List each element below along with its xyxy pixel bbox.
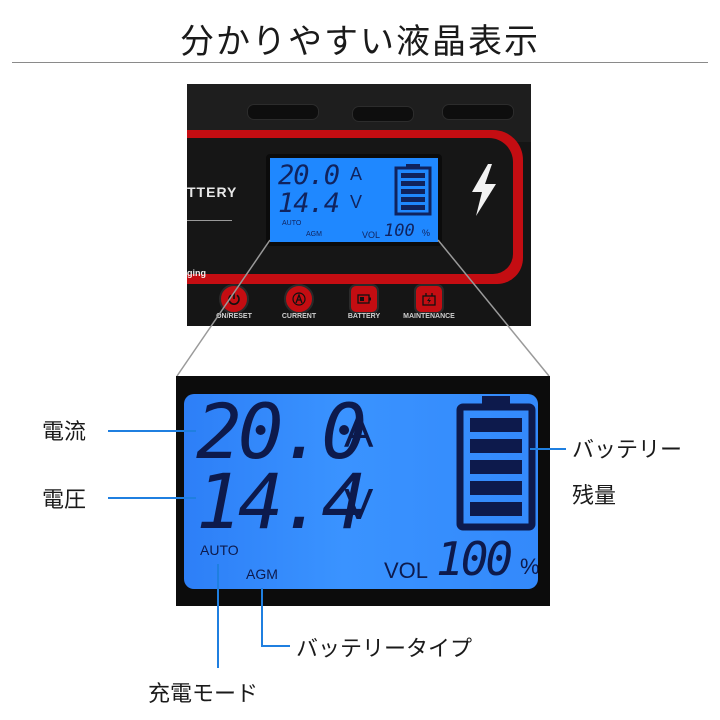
battery-icon: [357, 294, 371, 304]
callout-current: 電流: [42, 420, 87, 445]
device-button-row: ON/RESET CURRENT BATTERY MAINTEN: [211, 284, 531, 324]
small-voltage-value: 14.4: [278, 188, 340, 219]
small-vol-value: 100: [384, 221, 415, 241]
vent-slot: [352, 106, 414, 122]
callout-voltage: 電圧: [42, 488, 87, 513]
battery-gauge-bar: [470, 460, 522, 474]
callout-charge-mode: 充電モード: [148, 682, 259, 707]
small-vol-unit: %: [422, 228, 431, 238]
battery-gauge-bar: [470, 418, 522, 432]
voltage-value-display: 14.4: [196, 457, 367, 546]
current-label: CURRENT: [281, 313, 317, 320]
small-current-unit: A: [350, 164, 363, 184]
lcd-zoom-screen: 20.0 A 14.4 V AUTO AGM VOL 100 %: [184, 394, 538, 589]
current-button[interactable]: [284, 284, 314, 314]
vol-label: VOL: [384, 558, 429, 583]
title-divider: [12, 62, 708, 63]
ampere-icon: [292, 292, 306, 306]
device-mode-text: ging: [187, 268, 206, 278]
vent-slot: [247, 104, 319, 120]
device-brand-text: TTERY: [187, 184, 238, 200]
small-vol-label: VOL: [362, 230, 381, 240]
maintenance-button[interactable]: [414, 284, 444, 314]
small-battery-gauge-icon: [394, 164, 432, 216]
battery-gauge-bar: [470, 502, 522, 516]
battery-gauge-icon: [456, 396, 536, 531]
vent-slot: [442, 104, 514, 120]
small-voltage-unit: V: [350, 192, 363, 212]
page-title: 分かりやすい液晶表示: [180, 22, 540, 62]
battery-gauge-bar: [470, 439, 522, 453]
maintenance-icon: [422, 293, 436, 306]
charger-device: TTERY ging 20.0 A 14.4 V AUTO AGM VOL 10…: [187, 84, 531, 326]
current-unit: A: [344, 408, 374, 457]
vol-unit: %: [520, 554, 538, 579]
battery-label: BATTERY: [347, 313, 381, 320]
lcd-zoom-frame: 20.0 A 14.4 V AUTO AGM VOL 100 %: [176, 376, 550, 606]
charge-mode-indicator: AUTO: [200, 542, 239, 558]
power-icon: [228, 293, 240, 305]
voltage-unit: V: [344, 480, 374, 529]
current-value-display: 20.0: [196, 394, 367, 476]
on-reset-button[interactable]: [219, 284, 249, 314]
device-brand-underline: [187, 220, 232, 221]
callout-battery-type: バッテリータイプ: [296, 637, 473, 662]
battery-type-indicator: AGM: [246, 566, 278, 582]
battery-button[interactable]: [349, 284, 379, 314]
maintenance-label: MAINTENANCE: [403, 313, 455, 320]
small-mode-label: AUTO: [282, 220, 302, 227]
callout-battery-remaining-line1: バッテリー: [572, 438, 683, 463]
lightning-bolt-icon: [472, 164, 496, 216]
on-reset-label: ON/RESET: [216, 313, 252, 320]
vol-value-display: 100: [436, 532, 513, 586]
small-current-value: 20.0: [278, 160, 340, 191]
small-battery-type-label: AGM: [306, 231, 322, 238]
callout-battery-remaining-line2: 残量: [572, 484, 617, 509]
device-lcd-screen: 20.0 A 14.4 V AUTO AGM VOL 100 %: [266, 154, 442, 246]
battery-gauge-bar: [470, 481, 522, 495]
